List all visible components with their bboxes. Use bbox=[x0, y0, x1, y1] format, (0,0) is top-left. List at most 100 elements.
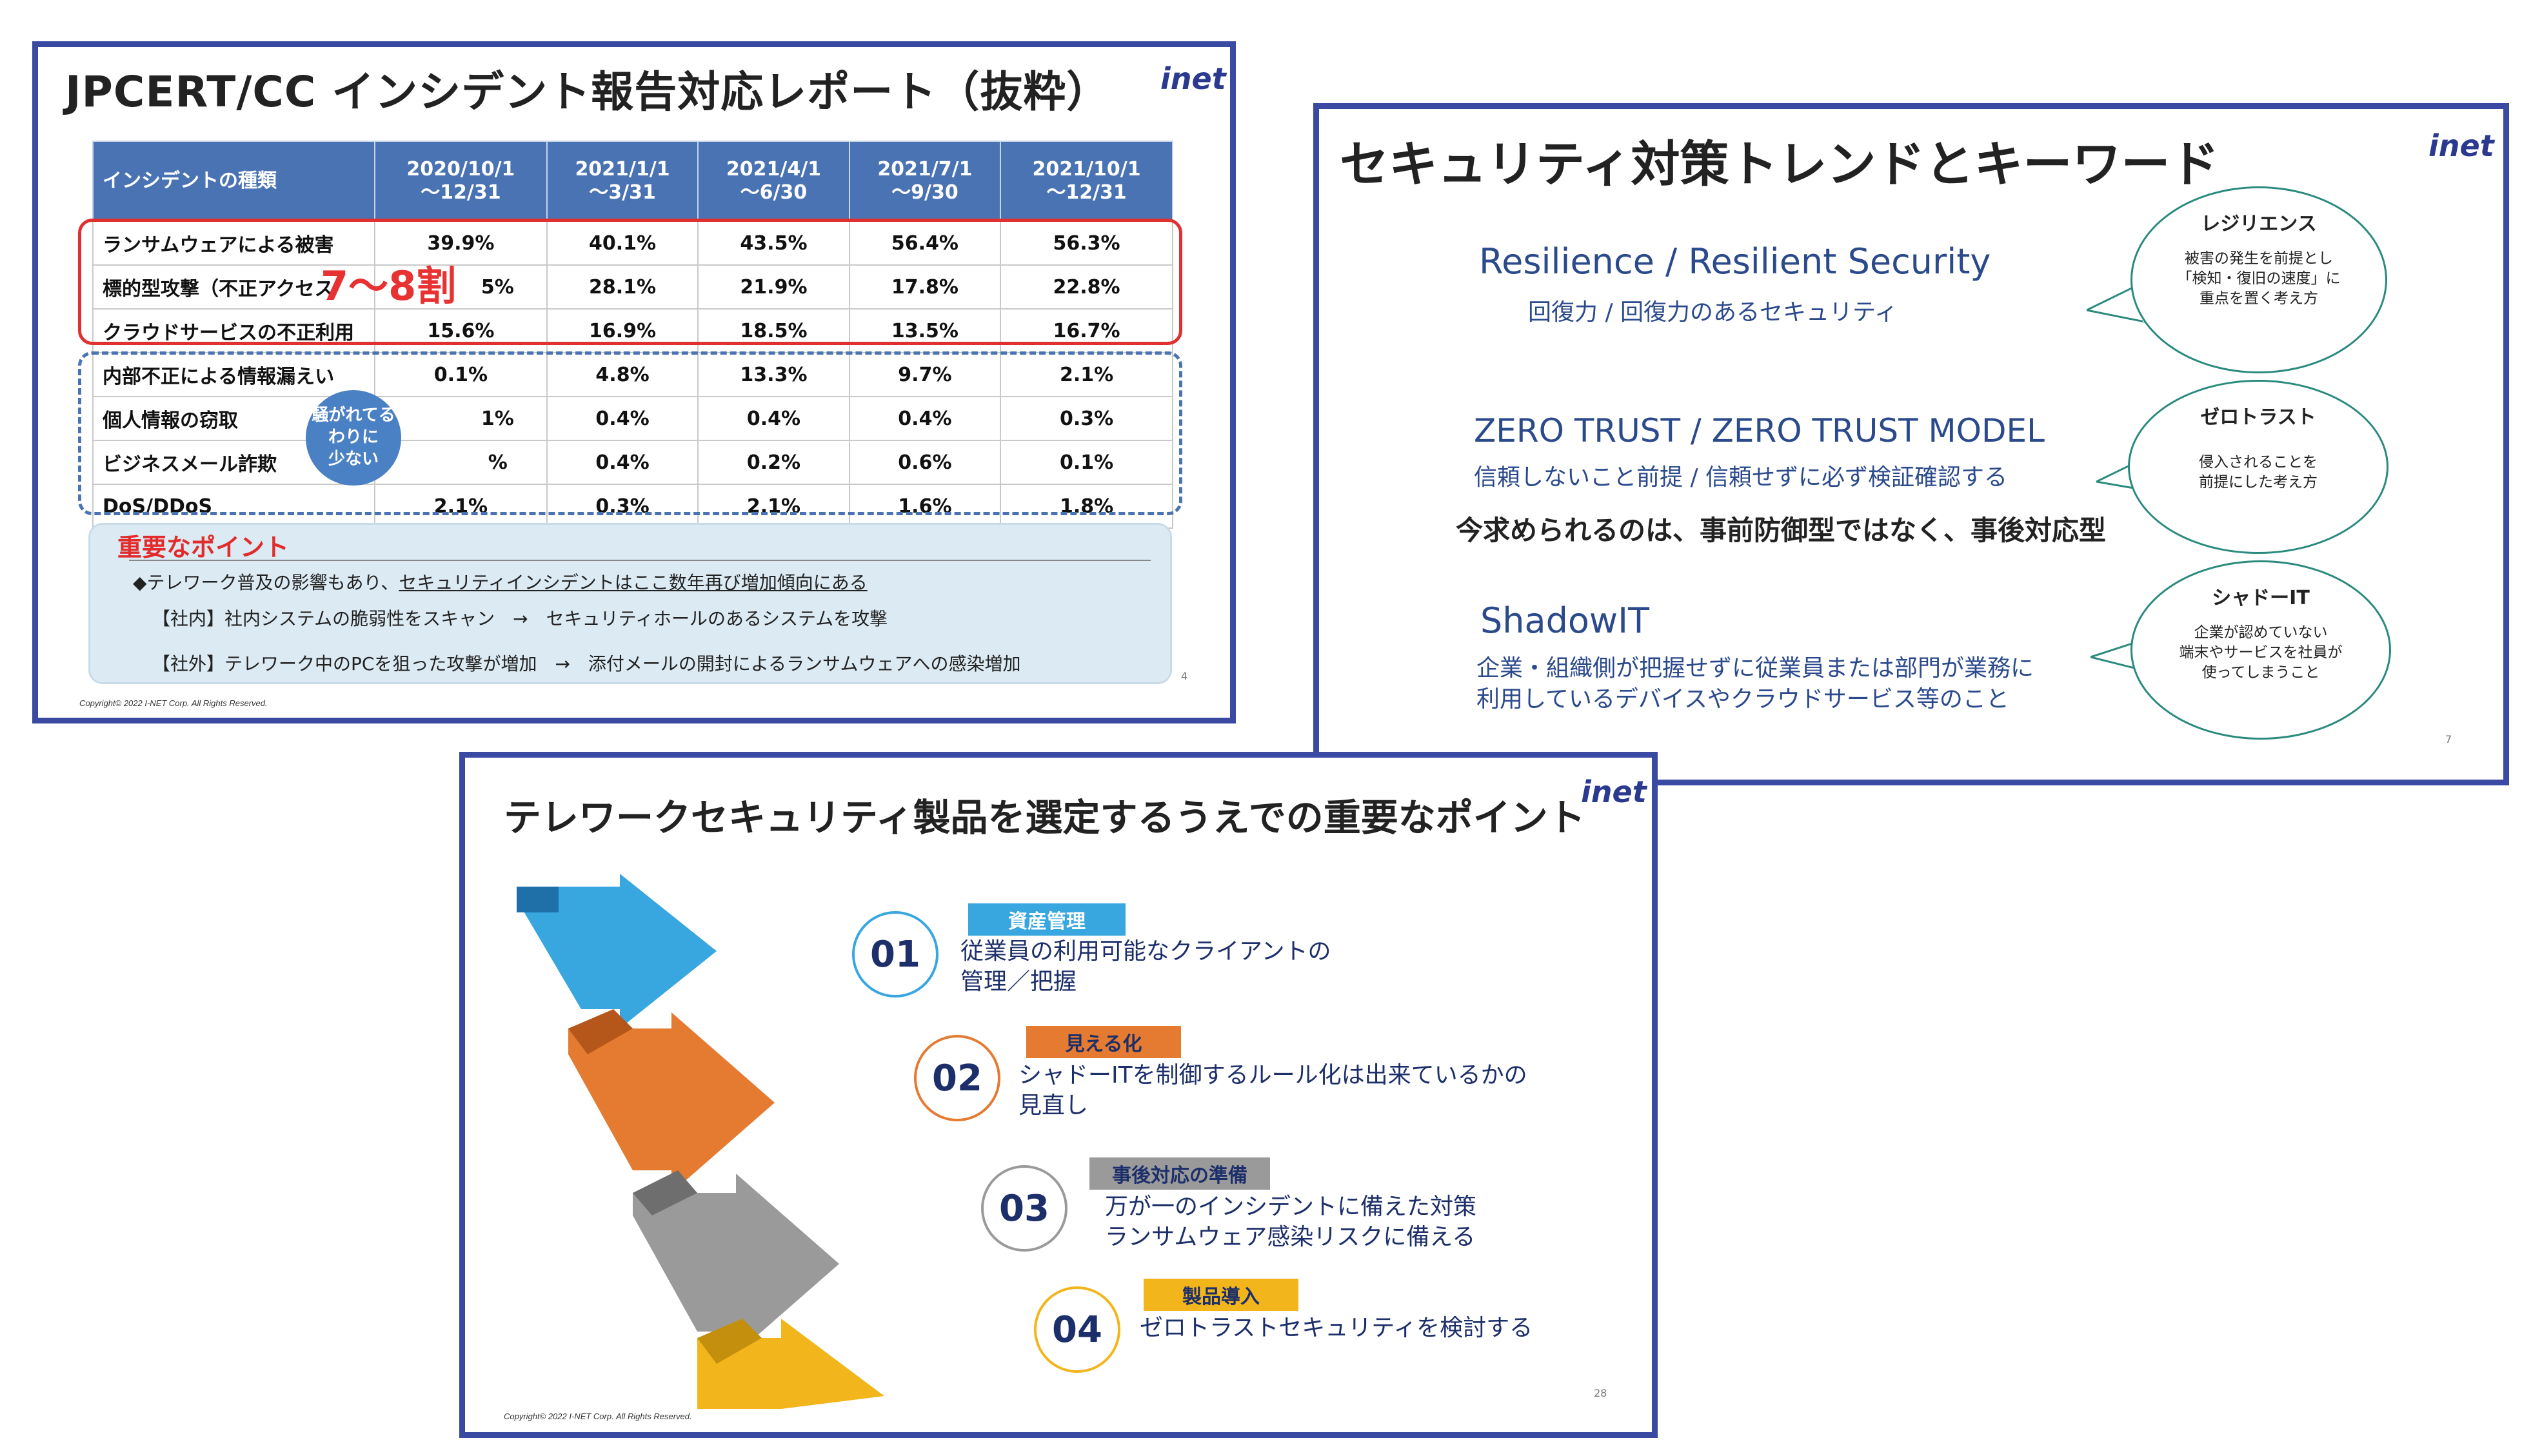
table-header-cell: 2020/10/1～12/31 bbox=[374, 141, 548, 222]
oval-body: 侵入されることを前提にした考え方 bbox=[2199, 454, 2318, 491]
table-cell: 56.4% bbox=[848, 221, 1002, 266]
table-cell: 0.3% bbox=[1000, 396, 1173, 441]
slide-security-trends: セキュリティ対策トレンドとキーワード inet Resilience / Res… bbox=[1313, 103, 2509, 785]
table-cell: 0.3% bbox=[546, 484, 699, 529]
table-cell: 43.5% bbox=[697, 221, 850, 266]
table-cell: 13.3% bbox=[697, 352, 850, 397]
oval-zero-trust: ゼロトラスト 侵入されることを前提にした考え方 bbox=[2128, 380, 2388, 554]
slide-telework-points: テレワークセキュリティ製品を選定するうえでの重要なポイント inet 01 資産… bbox=[459, 752, 1658, 1438]
table-header-row: インシデントの種類 2020/10/1～12/31 2021/1/1～3/31 … bbox=[92, 141, 1173, 222]
keyword-shadow-it: ShadowIT bbox=[1480, 600, 1649, 641]
inet-logo-text: inet bbox=[1160, 61, 1226, 96]
key-point-line: 【社内】社内システムの脆弱性をスキャン → セキュリティホールのあるシステムを攻… bbox=[152, 608, 888, 629]
speech-tail bbox=[2090, 639, 2142, 671]
arrow-blue-fold bbox=[517, 887, 559, 912]
table-cell: 0.4% bbox=[546, 396, 699, 441]
table-cell: 4.8% bbox=[546, 352, 699, 397]
step-tag: 事後対応の準備 bbox=[1089, 1157, 1270, 1190]
table-cell: 17.8% bbox=[848, 264, 1002, 310]
divider bbox=[129, 560, 1151, 561]
page-number: 4 bbox=[1181, 670, 1188, 682]
oval-body: 企業が認めていない端末やサービスを社員が使ってしまうこと bbox=[2179, 624, 2343, 682]
table-cell: 2.1% bbox=[697, 484, 850, 529]
table-cell: 内部不正による情報漏えい bbox=[92, 352, 375, 397]
table-cell: DoS/DDoS bbox=[92, 484, 375, 529]
inet-logo: inet bbox=[2428, 128, 2494, 163]
dashed-box-others bbox=[78, 351, 1182, 515]
table-row: ランサムウェアによる被害 39.9% 40.1% 43.5% 56.4% 56.… bbox=[92, 221, 1173, 266]
inet-logo-text: inet bbox=[1581, 774, 1647, 809]
table-cell: 0.6% bbox=[848, 440, 1002, 485]
arrow-gray-fold bbox=[633, 1170, 697, 1215]
table-header-cell: 2021/1/1～3/31 bbox=[546, 141, 699, 222]
percentage-callout: 7～8割 bbox=[321, 262, 457, 310]
keyword-resilience-sub: 回復力 / 回復力のあるセキュリティ bbox=[1528, 299, 1898, 326]
arrow-gray bbox=[633, 1174, 839, 1354]
table-cell: クラウドサービスの不正利用 bbox=[92, 308, 375, 353]
step-tag: 製品導入 bbox=[1144, 1279, 1298, 1311]
table-row: クラウドサービスの不正利用 15.6% 16.9% 18.5% 13.5% 16… bbox=[92, 308, 1173, 353]
table-cell: 9.7% bbox=[848, 352, 1002, 397]
step-desc: ゼロトラストセキュリティを検討する bbox=[1140, 1315, 1533, 1341]
table-cell: 0.4% bbox=[546, 440, 699, 485]
arrow-yellow-fold bbox=[697, 1319, 762, 1364]
table-cell: 0.2% bbox=[697, 440, 850, 485]
table-cell: 40.1% bbox=[546, 221, 699, 266]
table-row: DoS/DDoS 2.1% 0.3% 2.1% 1.6% 1.8% bbox=[92, 484, 1173, 529]
incident-table: インシデントの種類 2020/10/1～12/31 2021/1/1～3/31 … bbox=[92, 141, 1173, 529]
oval-title: シャドーIT bbox=[2212, 587, 2310, 609]
step-number: 01 bbox=[852, 911, 938, 998]
table-row: 標的型攻撃（不正アクセス 5% 28.1% 21.9% 17.8% 22.8% bbox=[92, 264, 1173, 310]
table-cell: 21.9% bbox=[697, 264, 850, 310]
slide1-title: JPCERT/CC インシデント報告対応レポート（抜粋） bbox=[65, 67, 1110, 117]
page-number: 7 bbox=[2445, 733, 2452, 745]
statement: 今求められるのは、事前防御型ではなく、事後対応型 bbox=[1456, 515, 2107, 546]
step-desc: シャドーITを制御するルール化は出来ているかの見直し bbox=[1018, 1062, 1527, 1119]
table-cell: 18.5% bbox=[697, 308, 850, 353]
arrow-orange bbox=[568, 1012, 775, 1193]
keyword-shadow-it-sub: 企業・組織側が把握せずに従業員または部門が業務に bbox=[1476, 655, 2034, 682]
oval-title: レジリエンス bbox=[2201, 213, 2317, 235]
table-cell: 15.6% bbox=[374, 308, 548, 353]
table-header-cell: 2021/7/1～9/30 bbox=[848, 141, 1002, 222]
table-cell: 16.9% bbox=[546, 308, 699, 353]
keyword-resilience: Resilience / Resilient Security bbox=[1479, 241, 1991, 282]
table-cell: 0.4% bbox=[697, 396, 850, 441]
arrow-blue bbox=[517, 874, 717, 1028]
table-cell: 39.9% bbox=[374, 221, 548, 266]
slide-jpcert-report: JPCERT/CC インシデント報告対応レポート（抜粋） inet インシデント… bbox=[32, 41, 1236, 723]
inet-logo: inet bbox=[1581, 774, 1647, 809]
key-points-panel: 重要なポイント ◆テレワーク普及の影響もあり、セキュリティインシデントはここ数年… bbox=[88, 523, 1172, 684]
table-row: 個人情報の窃取 1% 0.4% 0.4% 0.4% 0.3% bbox=[92, 396, 1173, 441]
copyright: Copyright© 2022 I-NET Corp. All Rights R… bbox=[79, 698, 268, 708]
step-number: 03 bbox=[981, 1165, 1067, 1252]
inet-logo-text: inet bbox=[2428, 128, 2494, 163]
table-row: ビジネスメール詐欺 % 0.4% 0.2% 0.6% 0.1% bbox=[92, 440, 1173, 485]
step-number: 04 bbox=[1034, 1286, 1120, 1373]
step-desc: 従業員の利用可能なクライアントの管理／把握 bbox=[960, 938, 1331, 995]
zigzag-arrows-graphic bbox=[517, 874, 884, 1409]
table-header-cell: 2021/10/1～12/31 bbox=[1000, 141, 1173, 222]
key-points-title: 重要なポイント bbox=[117, 533, 290, 562]
highlight-box-top3 bbox=[78, 219, 1182, 345]
step-number: 02 bbox=[914, 1035, 1000, 1121]
keyword-zero-trust: ZERO TRUST / ZERO TRUST MODEL bbox=[1474, 412, 2045, 449]
table-cell: 56.3% bbox=[1000, 221, 1173, 266]
oval-shadow-it: シャドーIT 企業が認めていない端末やサービスを社員が使ってしまうこと bbox=[2130, 560, 2391, 740]
copyright: Copyright© 2022 I-NET Corp. All Rights R… bbox=[504, 1412, 692, 1421]
page-number: 28 bbox=[1594, 1387, 1607, 1399]
oval-resilience: レジリエンス 被害の発生を前提とし「検知・復旧の速度」に重点を置く考え方 bbox=[2130, 186, 2387, 373]
step-desc: 万が一のインシデントに備えた対策ランサムウェア感染リスクに備える bbox=[1105, 1194, 1477, 1250]
slide3-title: テレワークセキュリティ製品を選定するうえでの重要なポイント bbox=[504, 796, 1585, 840]
table-cell: ランサムウェアによる被害 bbox=[92, 221, 375, 266]
oval-body: 被害の発生を前提とし「検知・復旧の速度」に重点を置く考え方 bbox=[2177, 250, 2341, 308]
table-cell: 5% bbox=[374, 264, 548, 310]
step-tag: 見える化 bbox=[1026, 1026, 1181, 1058]
speech-tail bbox=[2087, 280, 2145, 323]
inet-logo: inet bbox=[1160, 61, 1226, 96]
oval-title: ゼロトラスト bbox=[2200, 406, 2316, 429]
table-cell: 28.1% bbox=[546, 264, 699, 310]
table-cell: % bbox=[374, 440, 548, 485]
table-cell: 22.8% bbox=[1000, 264, 1173, 310]
table-header-cell: 2021/4/1～6/30 bbox=[697, 141, 850, 222]
